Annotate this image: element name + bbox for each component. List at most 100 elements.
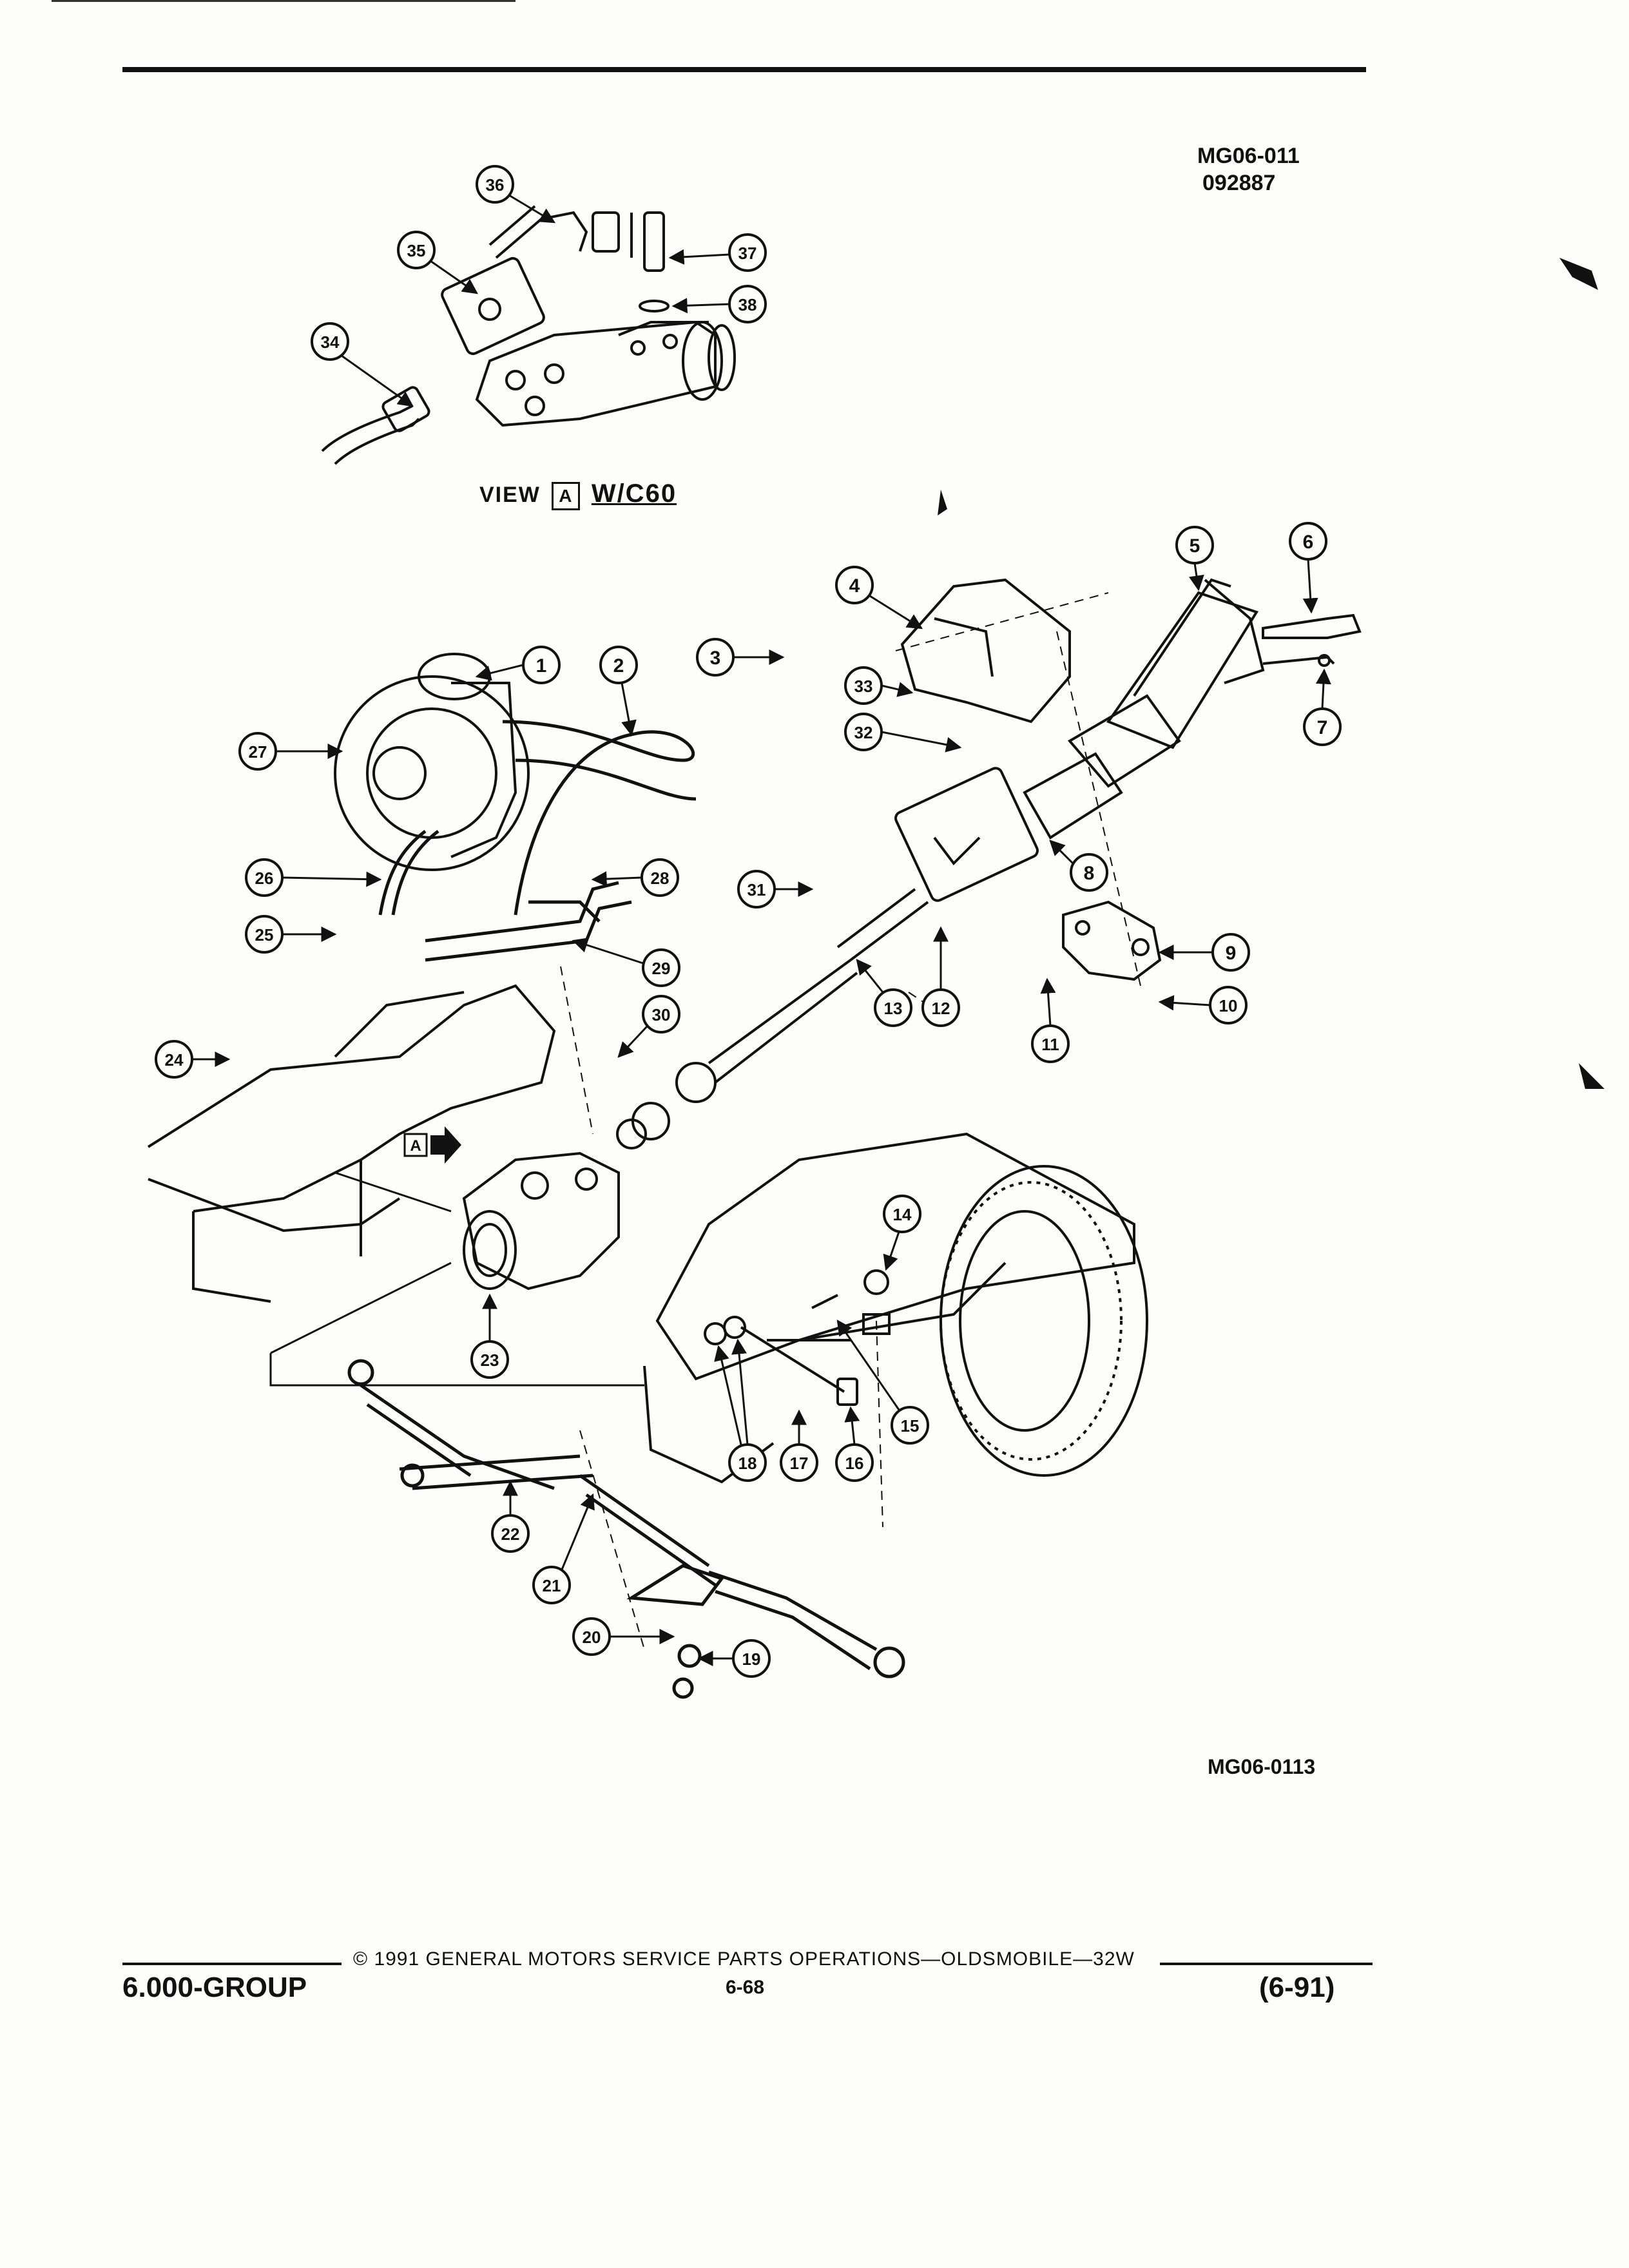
hoses <box>378 720 697 962</box>
scan-edge-line <box>52 0 516 2</box>
svg-text:14: 14 <box>893 1205 912 1224</box>
callout-23: 23 <box>470 1293 509 1379</box>
fasteners <box>704 1269 891 1406</box>
callout-34: 34 <box>311 322 414 407</box>
callout-3: 3 <box>696 638 785 677</box>
footer-group: 6.000-GROUP <box>122 1972 307 2003</box>
wheel-hub <box>940 1165 1148 1477</box>
view-a-inset <box>321 205 736 465</box>
callout-9: 9 <box>1158 933 1250 972</box>
svg-text:17: 17 <box>790 1454 809 1473</box>
callout-15: 15 <box>836 1320 929 1445</box>
svg-text:27: 27 <box>249 742 267 762</box>
callout-31: 31 <box>737 870 814 908</box>
callout-30: 30 <box>617 995 680 1058</box>
svg-text:36: 36 <box>486 175 505 195</box>
callout-12: 12 <box>921 926 960 1027</box>
footer-rule-right <box>1160 1963 1373 1965</box>
svg-text:12: 12 <box>932 999 950 1018</box>
callout-38: 38 <box>671 285 767 323</box>
callout-27: 27 <box>238 732 343 771</box>
view-label-prefix: VIEW <box>479 483 541 507</box>
callout-29: 29 <box>572 937 680 987</box>
callout-22: 22 <box>491 1480 530 1553</box>
callout-17: 17 <box>780 1409 818 1482</box>
callout-11: 11 <box>1031 977 1070 1063</box>
svg-text:22: 22 <box>501 1524 520 1544</box>
svg-text:15: 15 <box>901 1416 920 1436</box>
callout-35: 35 <box>397 231 478 294</box>
callout-8: 8 <box>1049 840 1108 892</box>
callout-24: 24 <box>155 1040 231 1079</box>
view-label-model: W/C60 <box>591 479 677 508</box>
svg-text:10: 10 <box>1219 996 1238 1015</box>
callout-5: 5 <box>1175 526 1214 591</box>
steering-parts-diagram: A 1 2 3 4 5 6 <box>147 165 1605 1699</box>
callout-32: 32 <box>844 713 962 753</box>
svg-text:2: 2 <box>613 655 624 677</box>
svg-text:23: 23 <box>481 1350 499 1370</box>
callout-4: 4 <box>835 566 923 629</box>
footer-revision-date: (6-91) <box>1259 1972 1335 2003</box>
svg-text:6: 6 <box>1303 532 1314 553</box>
outline-lines <box>269 1171 644 1387</box>
svg-text:13: 13 <box>884 999 903 1018</box>
svg-text:29: 29 <box>652 959 671 978</box>
svg-text:8: 8 <box>1084 863 1095 884</box>
callout-16: 16 <box>835 1406 874 1482</box>
callout-7: 7 <box>1303 668 1342 746</box>
column-cover <box>900 578 1265 724</box>
steering-linkage <box>347 1359 905 1699</box>
callout-1: 1 <box>475 646 561 684</box>
ref-code-2: 092887 <box>1202 171 1276 195</box>
svg-text:25: 25 <box>255 925 274 945</box>
callout-28: 28 <box>591 858 679 897</box>
callout-37: 37 <box>668 233 767 272</box>
callout-10: 10 <box>1158 986 1248 1024</box>
view-label: VIEW A W/C60 <box>479 479 677 511</box>
svg-text:5: 5 <box>1190 535 1200 557</box>
callout-36: 36 <box>476 165 556 224</box>
figure-code: MG06-0113 <box>1208 1755 1316 1778</box>
callout-25: 25 <box>245 915 337 954</box>
view-a-marker-letter: A <box>410 1137 421 1155</box>
svg-text:11: 11 <box>1041 1035 1059 1054</box>
svg-text:9: 9 <box>1226 943 1237 964</box>
svg-text:35: 35 <box>407 241 426 260</box>
svg-text:20: 20 <box>583 1628 601 1647</box>
callout-21: 21 <box>532 1493 595 1604</box>
callout-33: 33 <box>844 666 914 705</box>
callout-26: 26 <box>245 858 382 897</box>
svg-text:1: 1 <box>536 655 547 677</box>
bracket-9 <box>1062 900 1162 981</box>
callout-18: 18 <box>714 1338 767 1482</box>
steering-gear <box>462 1151 620 1291</box>
svg-text:7: 7 <box>1317 717 1328 738</box>
lever-parts <box>1262 613 1362 667</box>
ref-code-1: MG06-011 <box>1197 144 1300 168</box>
steering-column <box>616 578 1259 1149</box>
callout-6: 6 <box>1289 522 1327 614</box>
view-a-arrow-marker: A <box>403 1126 461 1164</box>
svg-text:24: 24 <box>165 1050 184 1070</box>
callout-19: 19 <box>697 1639 771 1678</box>
dashed-guides <box>560 592 1141 1650</box>
svg-text:31: 31 <box>747 880 766 899</box>
footer-page-number: 6-68 <box>726 1977 765 1998</box>
svg-text:3: 3 <box>710 648 721 669</box>
svg-text:4: 4 <box>849 575 860 597</box>
callout-20: 20 <box>572 1617 675 1656</box>
svg-text:37: 37 <box>738 244 757 263</box>
svg-text:26: 26 <box>255 869 274 888</box>
callouts: 1 2 3 4 5 6 7 <box>155 165 1342 1678</box>
callout-13: 13 <box>856 959 912 1027</box>
svg-text:19: 19 <box>742 1649 761 1669</box>
svg-text:33: 33 <box>854 677 873 696</box>
footer-rule-left <box>122 1963 342 1965</box>
scan-marks <box>938 258 1605 1089</box>
svg-text:30: 30 <box>652 1005 671 1024</box>
footer-copyright: © 1991 GENERAL MOTORS SERVICE PARTS OPER… <box>353 1948 1135 1970</box>
callout-14: 14 <box>883 1195 921 1271</box>
svg-text:34: 34 <box>321 332 340 352</box>
svg-text:21: 21 <box>543 1576 561 1595</box>
